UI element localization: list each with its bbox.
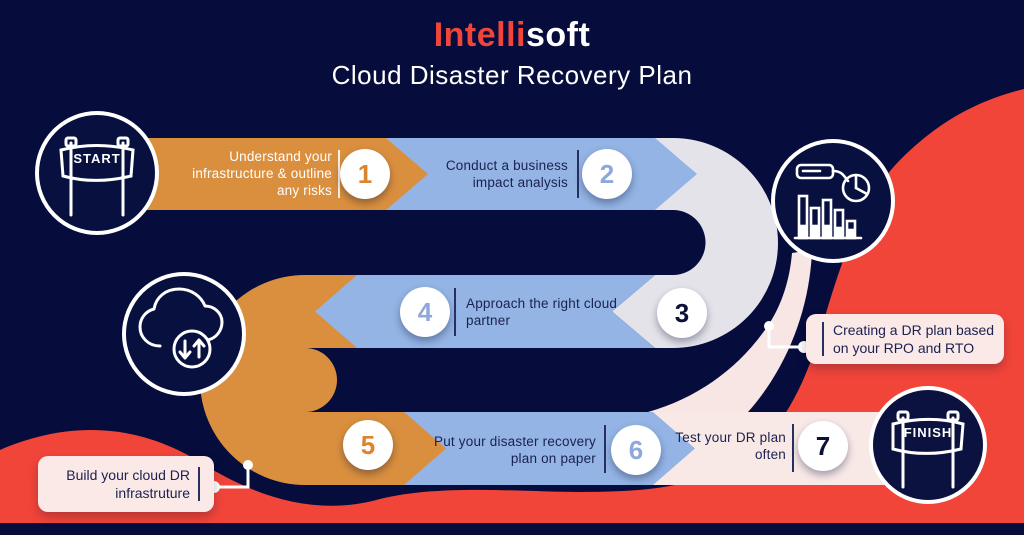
finish-medallion bbox=[869, 386, 987, 504]
left-callout-connector bbox=[214, 465, 250, 489]
start-medallion bbox=[35, 111, 159, 235]
step-6-number: 6 bbox=[611, 425, 661, 475]
analytics-medallion bbox=[771, 139, 895, 263]
step-5-number: 5 bbox=[343, 420, 393, 470]
callout-accent-line bbox=[822, 322, 824, 356]
step-1-separator bbox=[338, 150, 340, 198]
step-7-pink-band bbox=[648, 412, 930, 485]
step-2-label: Conduct a business impact analysis bbox=[445, 158, 568, 190]
start-banner-icon bbox=[59, 136, 135, 217]
step-4-number: 4 bbox=[400, 287, 450, 337]
connector-dot bbox=[764, 321, 774, 331]
finish-label: FINISH bbox=[903, 425, 953, 440]
brand-logo: Intellisoft bbox=[0, 16, 1024, 55]
callout-dr-plan: Creating a DR plan based on your RPO and… bbox=[806, 314, 1004, 364]
step-1-orange-band bbox=[96, 138, 428, 210]
right-callout-connector bbox=[767, 326, 804, 349]
page-title: Cloud Disaster Recovery Plan bbox=[331, 60, 693, 90]
connector-dot bbox=[243, 460, 253, 470]
cloud-medallion bbox=[122, 272, 246, 396]
step-4-label: Approach the right cloud partner bbox=[466, 296, 618, 328]
brand-logo-part2: soft bbox=[525, 16, 591, 54]
step-6-label: Put your disaster recovery plan on paper bbox=[433, 434, 596, 466]
step-7-label: Test your DR plan often bbox=[675, 430, 786, 462]
finish-banner-icon bbox=[891, 410, 965, 489]
analytics-chart-icon bbox=[793, 163, 871, 240]
step-3-number: 3 bbox=[657, 288, 707, 338]
start-label: START bbox=[73, 151, 121, 166]
cloud-sync-icon bbox=[138, 287, 224, 369]
step-6-separator bbox=[604, 425, 606, 473]
step-7-separator bbox=[792, 424, 794, 472]
brand-logo-part1: Intelli bbox=[433, 16, 526, 54]
step-7-number: 7 bbox=[798, 421, 848, 471]
step-2-separator bbox=[577, 150, 579, 198]
callout-dr-plan-text: Creating a DR plan based on your RPO and… bbox=[833, 322, 995, 356]
step-4-separator bbox=[454, 288, 456, 336]
callout-build-infrastructure: Build your cloud DR infrastruture bbox=[38, 456, 214, 512]
step-1-label: Understand your infrastructure & outline… bbox=[192, 149, 332, 198]
step-4-blue-band bbox=[315, 275, 655, 348]
callout-build-infrastructure-text: Build your cloud DR infrastruture bbox=[66, 467, 190, 501]
callout-accent-line bbox=[198, 467, 200, 501]
step-1-number: 1 bbox=[340, 149, 390, 199]
bottom-strip bbox=[0, 523, 1024, 535]
step-2-number: 2 bbox=[582, 149, 632, 199]
